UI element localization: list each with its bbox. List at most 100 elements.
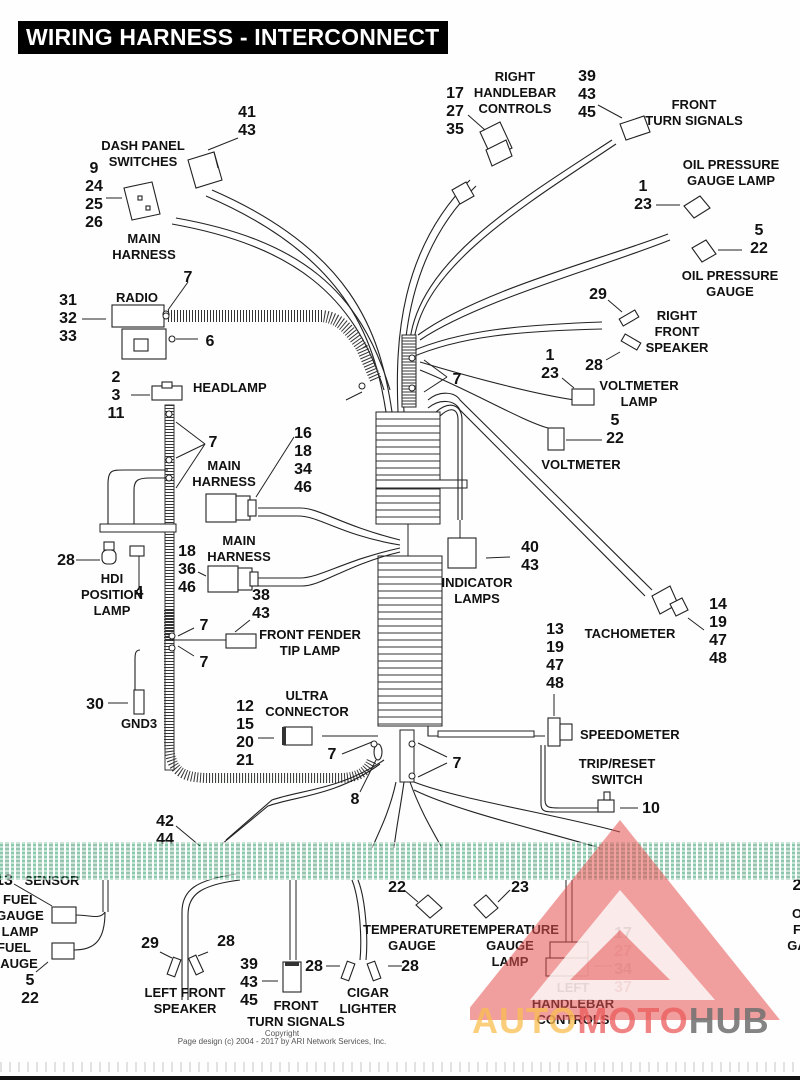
temperature-gauge-lamp-label: LAMP bbox=[492, 954, 529, 969]
indicator-lamps-label: INDICATOR bbox=[441, 575, 513, 590]
clip-icon bbox=[165, 456, 173, 464]
hdi-position-lamp-label: POSITION bbox=[81, 587, 143, 602]
front-turn-signals-top-ref-number: 43 bbox=[578, 86, 596, 103]
front-fender-tip-lamp-ref-number: 38 bbox=[252, 587, 270, 604]
temperature-gauge-lamp-label: TEMPERATURE bbox=[461, 922, 559, 937]
oil-pressure-gauge-ref-number: 5 bbox=[755, 222, 764, 239]
cigar-lighter-terminals[interactable] bbox=[340, 960, 382, 982]
main-harness-mid-connector[interactable] bbox=[205, 493, 257, 523]
main-harness-top-label: HARNESS bbox=[112, 247, 176, 262]
hdi-position-lamp-label: HDI bbox=[101, 571, 123, 586]
top-wire-bundle bbox=[171, 139, 671, 429]
fuel-gauge-connector[interactable] bbox=[51, 942, 75, 960]
clip-icon bbox=[168, 632, 176, 640]
ultra-connector-ref-number: 20 bbox=[236, 734, 254, 751]
clip-icon bbox=[408, 384, 416, 392]
hdi-socket-part[interactable] bbox=[129, 545, 145, 557]
voltmeter-ref-number: 22 bbox=[606, 430, 624, 447]
headlamp-connector[interactable] bbox=[151, 381, 183, 401]
dash-panel-switches-ref-number: 43 bbox=[238, 122, 256, 139]
ultra-connector-label: ULTRA bbox=[285, 688, 329, 703]
tachometer-label: TACHOMETER bbox=[585, 626, 676, 641]
trip-reset-switch-part[interactable] bbox=[597, 791, 615, 813]
right-handlebar-controls-label: CONTROLS bbox=[479, 101, 552, 116]
speedometer-ref-number: 13 bbox=[546, 621, 564, 638]
indicator-lamps-housing[interactable] bbox=[447, 537, 477, 569]
pushpin-part[interactable] bbox=[373, 743, 383, 761]
main-harness-top-ref-number: 24 bbox=[85, 178, 103, 195]
right-handlebar-controls-label: HANDLEBAR bbox=[474, 85, 557, 100]
left-handlebar-controls-connector[interactable] bbox=[545, 941, 589, 977]
lower-loom bbox=[164, 610, 377, 783]
fender-clip-top-ref-number: 7 bbox=[200, 617, 209, 634]
speedometer-ref-number: 47 bbox=[546, 657, 564, 674]
front-turn-signals-bottom-connector[interactable] bbox=[282, 961, 302, 993]
voltmeter-label: VOLTMETER bbox=[541, 457, 621, 472]
dash-panel-switches-connector[interactable] bbox=[187, 151, 223, 189]
voltmeter-connector[interactable] bbox=[547, 427, 565, 451]
right-handlebar-controls-ref-number: 27 bbox=[446, 103, 464, 120]
left-front-speaker-label: LEFT FRONT bbox=[145, 985, 226, 1000]
right-handlebar-controls-ref-number: 17 bbox=[446, 85, 464, 102]
tachometer-connector[interactable] bbox=[651, 585, 689, 617]
temperature-gauge-lamp-socket[interactable] bbox=[473, 894, 499, 919]
tachometer-ref-number: 48 bbox=[709, 650, 727, 667]
oil-pressure-gauge-lamp-ref-number: 23 bbox=[634, 196, 652, 213]
bottom-border bbox=[0, 1076, 800, 1080]
speedometer-connector[interactable] bbox=[547, 717, 573, 747]
temperature-gauge-lamp-ref-number: 23 bbox=[511, 879, 529, 896]
temperature-gauge-connector[interactable] bbox=[415, 894, 443, 919]
clip-icon bbox=[408, 740, 416, 748]
radio-ref-number: 31 bbox=[59, 292, 77, 309]
left-front-speaker-terminals[interactable] bbox=[166, 954, 205, 978]
radio-ref-number: 32 bbox=[59, 310, 77, 327]
voltmeter-lamp-ref-number: 1 bbox=[546, 347, 555, 364]
temperature-gauge-label: TEMPERATURE bbox=[363, 922, 461, 937]
radio-label: RADIO bbox=[116, 290, 158, 305]
cigar-lighter-ref-number: 28 bbox=[401, 958, 419, 975]
watermark-moto: MOTO bbox=[577, 1000, 689, 1041]
tachometer-ref-number: 14 bbox=[709, 596, 727, 613]
gnd3-terminal[interactable] bbox=[133, 689, 145, 715]
left-handlebar-controls-label: LEFT bbox=[557, 980, 590, 995]
left-handlebar-controls-ref-number: 34 bbox=[614, 961, 632, 978]
front-turn-signals-bottom-ref-number: 39 bbox=[240, 956, 258, 973]
voltmeter-lamp-socket[interactable] bbox=[571, 388, 595, 406]
fuel-gauge-ref-number: 22 bbox=[21, 990, 39, 1007]
main-harness-top-connector[interactable] bbox=[123, 181, 161, 221]
headlamp-ref-number: 2 bbox=[112, 369, 121, 386]
oil-pressure-gauge-lamp-socket[interactable] bbox=[683, 195, 711, 219]
front-fender-tip-lamp-connector[interactable] bbox=[225, 633, 257, 649]
hdi-socket-ref-number: 4 bbox=[135, 584, 144, 601]
main-harness-mid-ref-number: 18 bbox=[294, 443, 312, 460]
fuel-gauge-lamp-socket[interactable] bbox=[51, 906, 77, 924]
hdi-position-lamp-bulb[interactable] bbox=[101, 541, 117, 565]
temperature-gauge-lamp-label: GAUGE bbox=[486, 938, 534, 953]
right-handlebar-controls-connector[interactable] bbox=[451, 121, 513, 205]
left-handlebar-controls-ref-number: 37 bbox=[614, 979, 632, 996]
voltmeter-lamp-label: VOLTMETER bbox=[599, 378, 679, 393]
right-front-speaker-terminals[interactable] bbox=[618, 309, 642, 351]
speedometer-label: SPEEDOMETER bbox=[580, 727, 680, 742]
callout-labels: DASH PANELSWITCHES4143MAINHARNESS9242526… bbox=[0, 68, 800, 1029]
radio-ref-number: 33 bbox=[59, 328, 77, 345]
voltmeter-lamp-label: LAMP bbox=[621, 394, 658, 409]
left-front-speaker-ref-number: 28 bbox=[217, 933, 235, 950]
oil-pressure-gauge-label: OIL PRESSURE bbox=[682, 268, 779, 283]
ultra-connector-ref-number: 21 bbox=[236, 752, 254, 769]
dash-panel-switches-ref-number: 41 bbox=[238, 104, 256, 121]
front-turn-signals-top-connector[interactable] bbox=[619, 115, 651, 141]
ultra-connector-part[interactable] bbox=[282, 726, 313, 746]
main-harness-low-label: MAIN bbox=[222, 533, 255, 548]
fuel-gauge-lamp-label: GAUGE bbox=[0, 908, 44, 923]
main-harness-low-ref-number: 46 bbox=[178, 579, 196, 596]
watermark-text: AUTOMOTOHUB bbox=[472, 1000, 770, 1042]
main-harness-low-connector[interactable] bbox=[207, 565, 259, 593]
oil-pressure-gauge-connector[interactable] bbox=[691, 239, 717, 263]
tachometer-ref-number: 19 bbox=[709, 614, 727, 631]
front-fender-tip-lamp-label: TIP LAMP bbox=[280, 643, 341, 658]
radio-unit[interactable] bbox=[111, 304, 176, 360]
right-front-speaker-ref-number: 29 bbox=[589, 286, 607, 303]
voltmeter-ref-number: 5 bbox=[611, 412, 620, 429]
